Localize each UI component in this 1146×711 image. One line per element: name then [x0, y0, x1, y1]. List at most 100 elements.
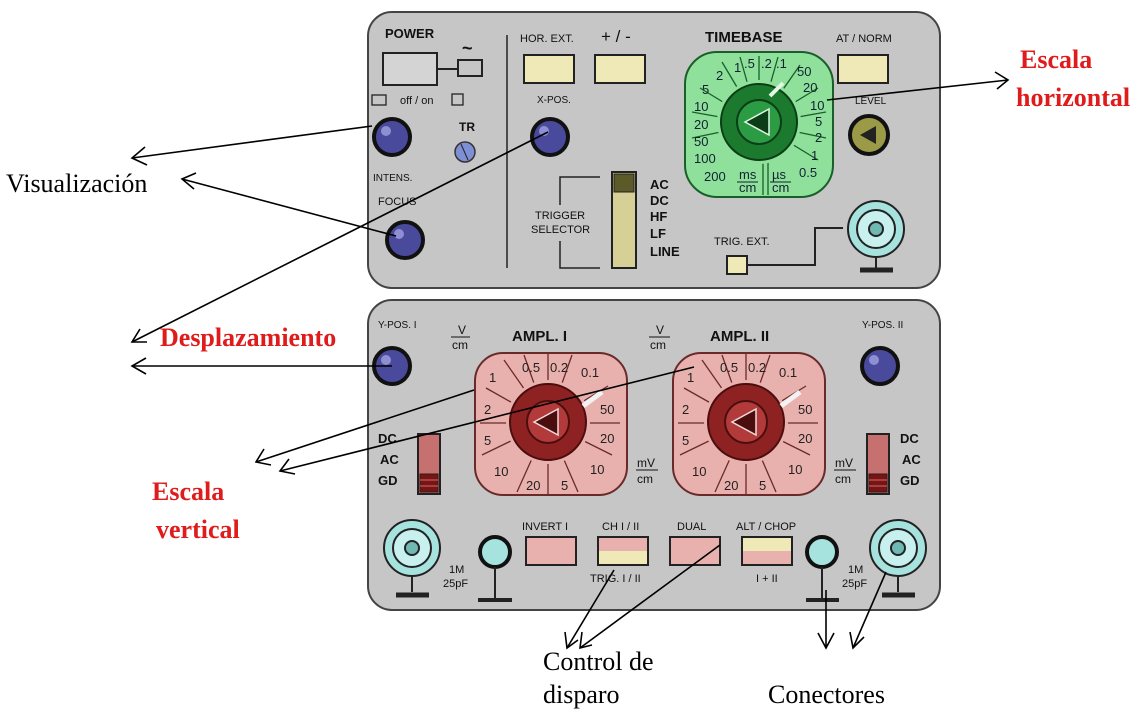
tb-200l: 200 [704, 169, 726, 184]
tb-2r: 2 [815, 130, 822, 145]
coupling-2-slider-handle[interactable] [869, 474, 887, 492]
alt-chop-button-top [743, 538, 791, 551]
tb-50l: 50 [694, 134, 708, 149]
intensity-label: INTENS. [373, 173, 412, 184]
tb-05r: 0.5 [799, 165, 817, 180]
x-pos-label: X-POS. [537, 95, 571, 106]
a1-10l: 10 [494, 464, 508, 479]
v-cm-1-cm: cm [452, 338, 468, 352]
a1-2: 2 [484, 402, 491, 417]
timebase-label: TIMEBASE [705, 29, 783, 46]
y-pos-1-knob-highlight [381, 355, 391, 365]
intensity-knob[interactable] [374, 119, 410, 155]
tb-5: 5 [815, 114, 822, 129]
at-norm-label: AT / NORM [836, 33, 892, 45]
tb-10: 10 [810, 98, 824, 113]
y-pos-2-knob[interactable] [862, 348, 898, 384]
coupling-2-dc: DC [900, 431, 919, 446]
tb-50: 50 [797, 64, 811, 79]
a2-1: 1 [687, 370, 694, 385]
ground-1-socket[interactable] [480, 537, 510, 567]
a2-20b: 20 [724, 478, 738, 493]
off-led [372, 95, 386, 105]
hor-ext-button[interactable] [524, 55, 574, 83]
a1-02: 0.2 [550, 360, 568, 375]
trig-ext-connector-pin [869, 222, 883, 236]
ac-symbol: ~ [462, 38, 473, 58]
a2-20r: 20 [798, 431, 812, 446]
on-led [452, 94, 463, 105]
annotation-conectores: Conectores [768, 680, 885, 709]
annotation-escala-horizontal-2: horizontal [1016, 83, 1130, 112]
focus-knob[interactable] [387, 222, 423, 258]
plus-minus-button[interactable] [595, 55, 645, 83]
tb-100l: 100 [694, 151, 716, 166]
ground-2-socket[interactable] [807, 537, 837, 567]
tb-2l: 2 [716, 68, 723, 83]
a2-5: 5 [682, 433, 689, 448]
tb-ms-cm: cm [739, 180, 756, 195]
off-on-label: off / on [400, 95, 433, 107]
mv-cm-1-mv: mV [637, 456, 655, 470]
tb-10l: 10 [694, 99, 708, 114]
annotation-control-disparo-1: Control de [543, 647, 654, 676]
input-1-imp-pf: 25pF [443, 578, 468, 590]
a2-2: 2 [682, 402, 689, 417]
tb-1: 1 [734, 60, 741, 75]
input-2-imp-pf: 25pF [842, 578, 867, 590]
at-norm-button[interactable] [838, 55, 888, 83]
coupling-1-slider-handle[interactable] [420, 474, 438, 492]
coupling-2-ac: AC [902, 452, 921, 467]
ampl-2-label: AMPL. II [710, 328, 769, 345]
a2-02: 0.2 [748, 360, 766, 375]
tb-20: 20 [803, 80, 817, 95]
ch-1-2-label: CH I / II [602, 521, 639, 533]
trigger-label-2: SELECTOR [531, 224, 590, 236]
tb-02: .2 [761, 56, 772, 71]
annotation-escala-vertical-1: Escala [152, 477, 224, 506]
tb-1r: 1 [811, 148, 818, 163]
input-1-imp-1m: 1M [449, 564, 464, 576]
a2-50: 50 [798, 402, 812, 417]
annotation-desplazamiento: Desplazamiento [160, 323, 336, 352]
i-plus-ii-label: I + II [756, 573, 778, 585]
y-pos-2-label: Y-POS. II [862, 320, 903, 331]
annotation-escala-vertical-2: vertical [156, 515, 240, 544]
v-cm-2-v: V [656, 323, 664, 337]
trigger-slider-handle[interactable] [614, 174, 634, 192]
v-cm-2-cm: cm [650, 338, 666, 352]
annotation-visualizacion: Visualización [6, 169, 147, 198]
a2-05: 0.5 [720, 360, 738, 375]
a1-50: 50 [600, 402, 614, 417]
level-label: LEVEL [855, 96, 887, 107]
trace-rotation-label: TR [459, 120, 475, 134]
trig-ext-button[interactable] [727, 256, 747, 274]
invert-1-button[interactable] [526, 537, 576, 565]
input-2-connector-pin [891, 541, 905, 555]
ampl-1-label: AMPL. I [512, 328, 567, 345]
tb-20l: 20 [694, 117, 708, 132]
trigger-mode-dc: DC [650, 193, 669, 208]
v-cm-1-v: V [458, 323, 466, 337]
input-2-imp-1m: 1M [848, 564, 863, 576]
tb-05: .5 [744, 56, 755, 71]
coupling-1-ac: AC [380, 452, 399, 467]
intensity-knob-highlight [381, 126, 391, 136]
a1-20b: 20 [526, 478, 540, 493]
ch-1-2-button-top [599, 538, 647, 551]
power-label: POWER [385, 26, 435, 41]
a2-01: 0.1 [779, 365, 797, 380]
hor-ext-label: HOR. EXT. [520, 33, 574, 45]
power-button[interactable] [383, 53, 437, 85]
coupling-2-gd: GD [900, 473, 920, 488]
trig-ext-label: TRIG. EXT. [714, 236, 770, 248]
mv-cm-2-mv: mV [835, 456, 853, 470]
trigger-mode-lf: LF [650, 226, 666, 241]
annotation-escala-horizontal-1: Escala [1020, 45, 1092, 74]
a1-1: 1 [489, 370, 496, 385]
trigger-mode-ac: AC [650, 177, 669, 192]
tb-us-cm: cm [772, 180, 789, 195]
mv-cm-1-cm: cm [637, 472, 653, 486]
a2-10l: 10 [692, 464, 706, 479]
a2-10r: 10 [788, 462, 802, 477]
